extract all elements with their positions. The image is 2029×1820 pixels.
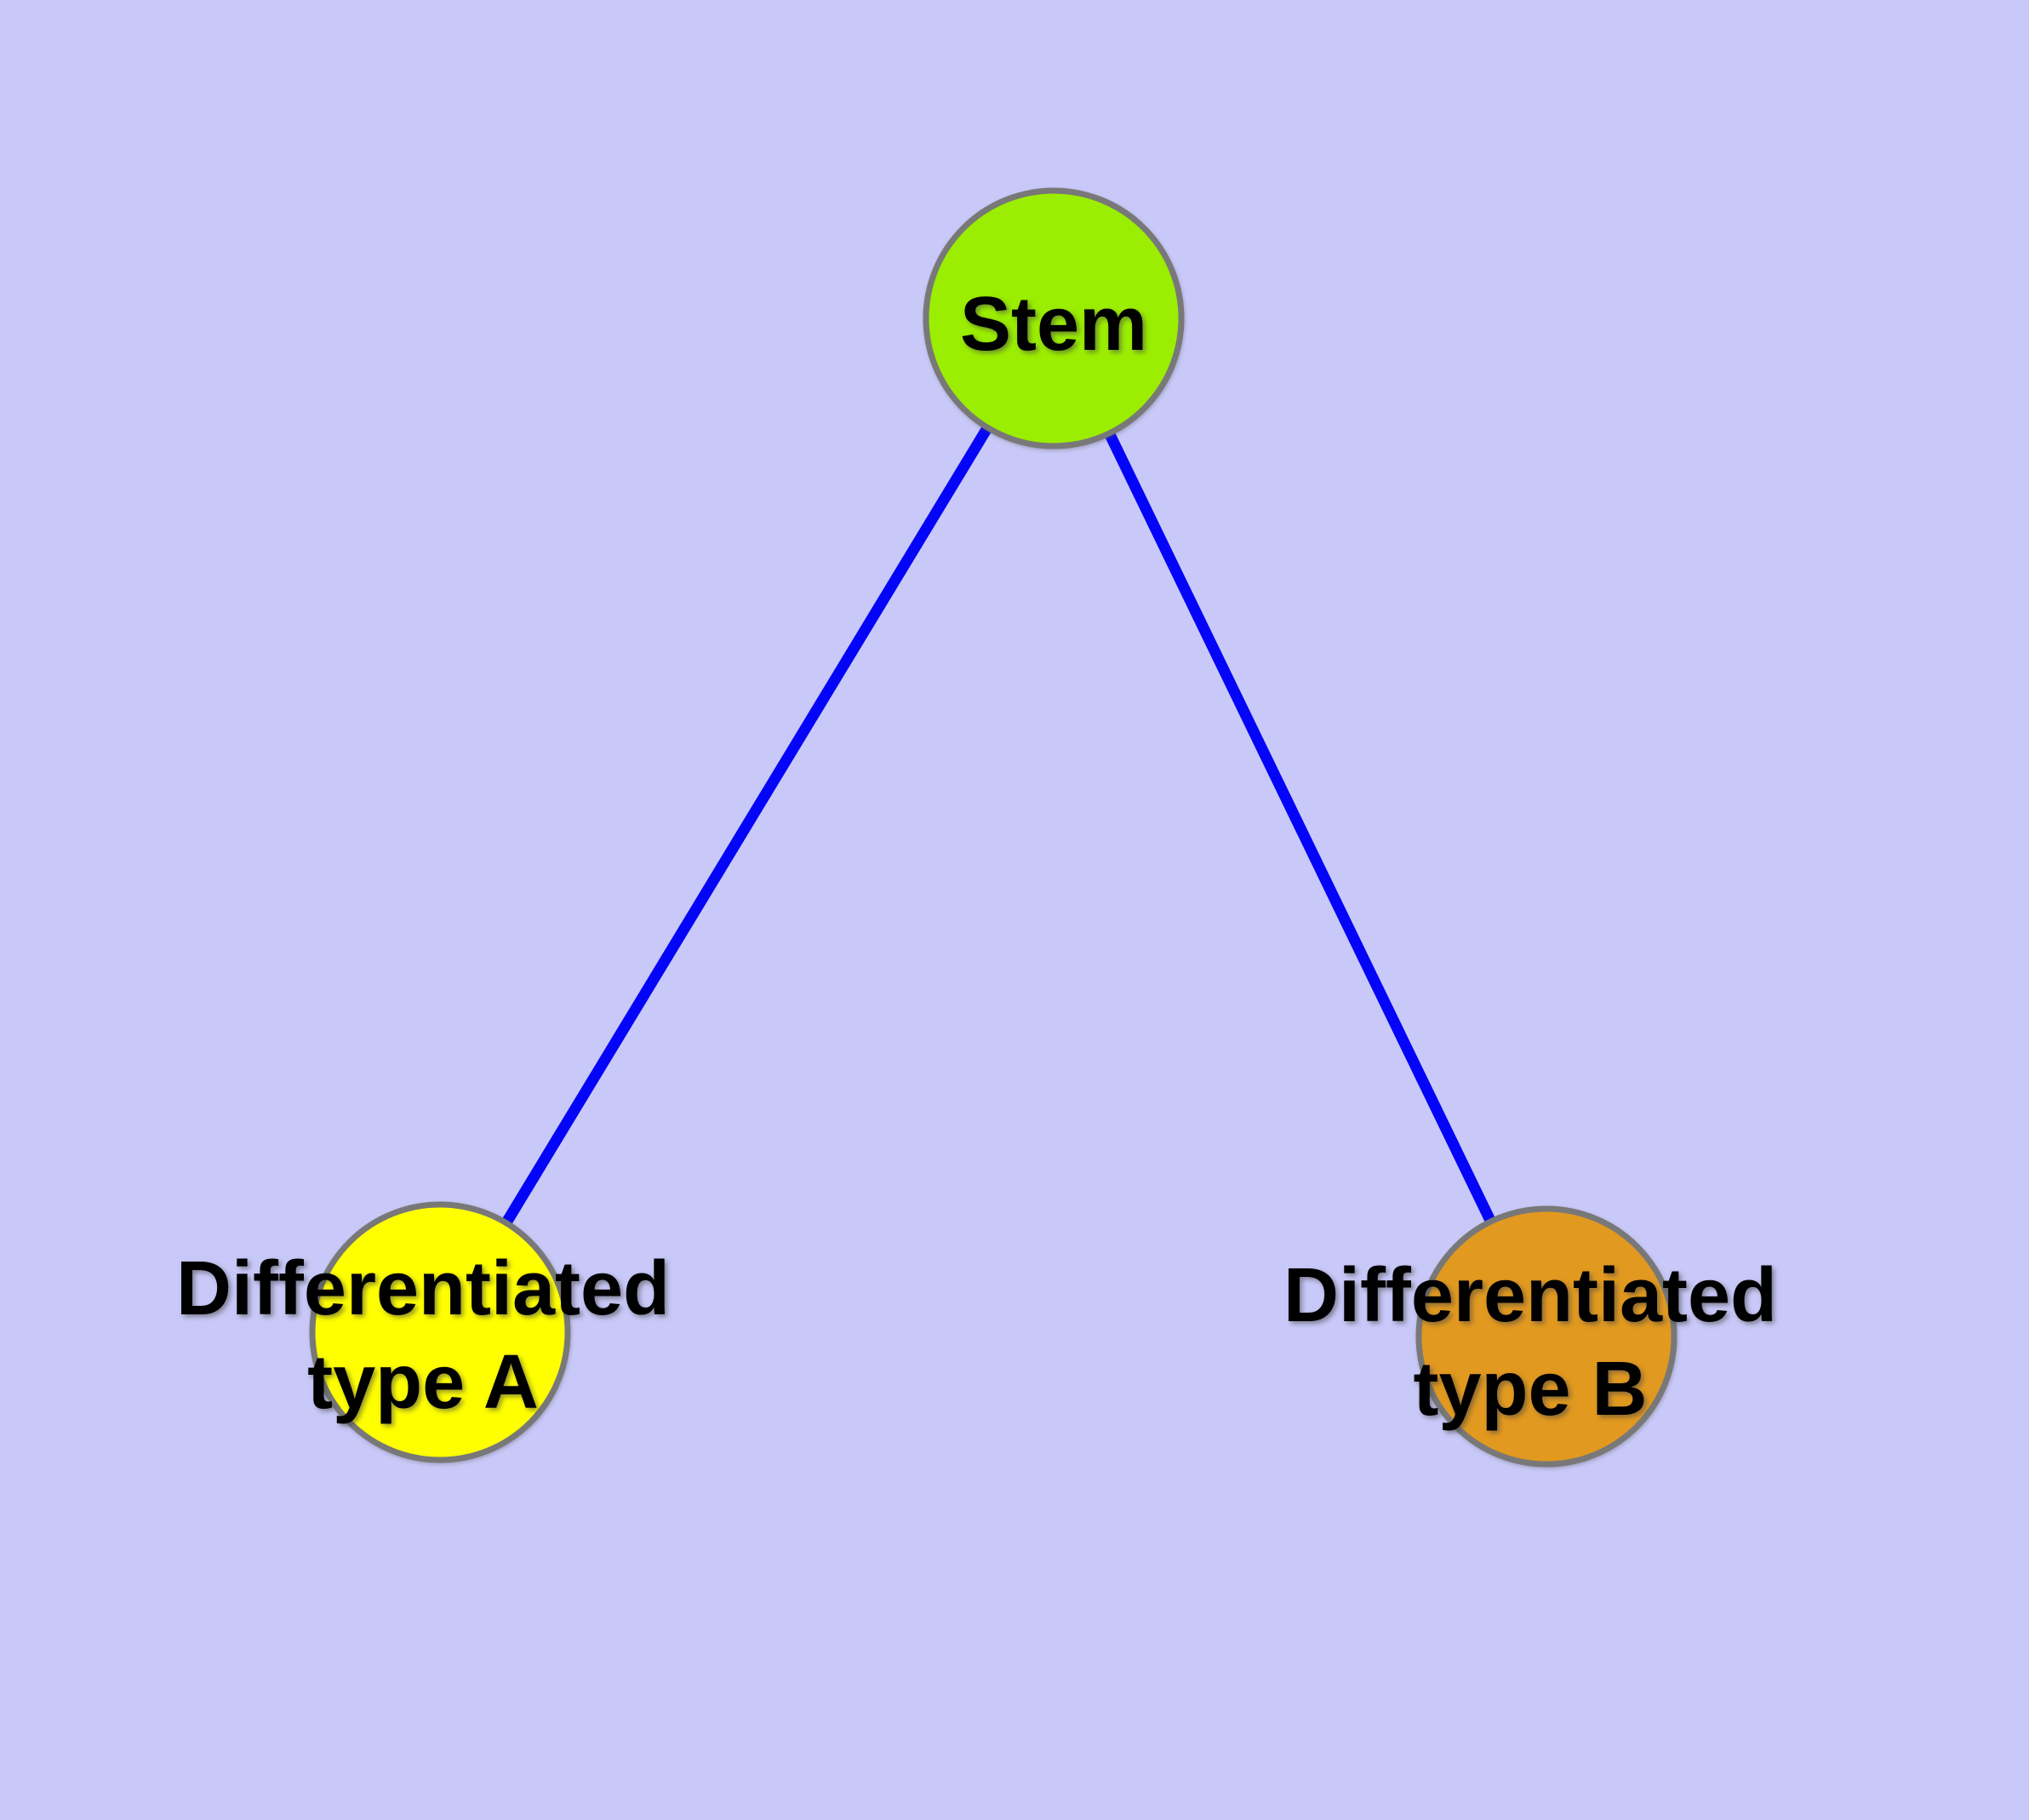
node-differentiated-type-a [309, 1201, 571, 1463]
node-differentiated-type-b [1415, 1205, 1677, 1468]
node-stem-label: Stem [960, 282, 1147, 367]
node-group [309, 187, 1677, 1468]
edge-stem-to-type-b [1049, 316, 1552, 1339]
edge-stem-to-type-a [435, 315, 1059, 1336]
node-type-a-label-line1: Differentiated [176, 1246, 670, 1331]
node-stem [923, 187, 1185, 449]
node-type-b-label-line1: Differentiated [1283, 1253, 1777, 1338]
edge-group [435, 315, 1552, 1339]
node-type-b-label-line2: type B [1413, 1347, 1647, 1432]
label-group: Stem Differentiated type A Differentiate… [176, 282, 1777, 1432]
node-type-a-label-line2: type A [307, 1340, 539, 1425]
